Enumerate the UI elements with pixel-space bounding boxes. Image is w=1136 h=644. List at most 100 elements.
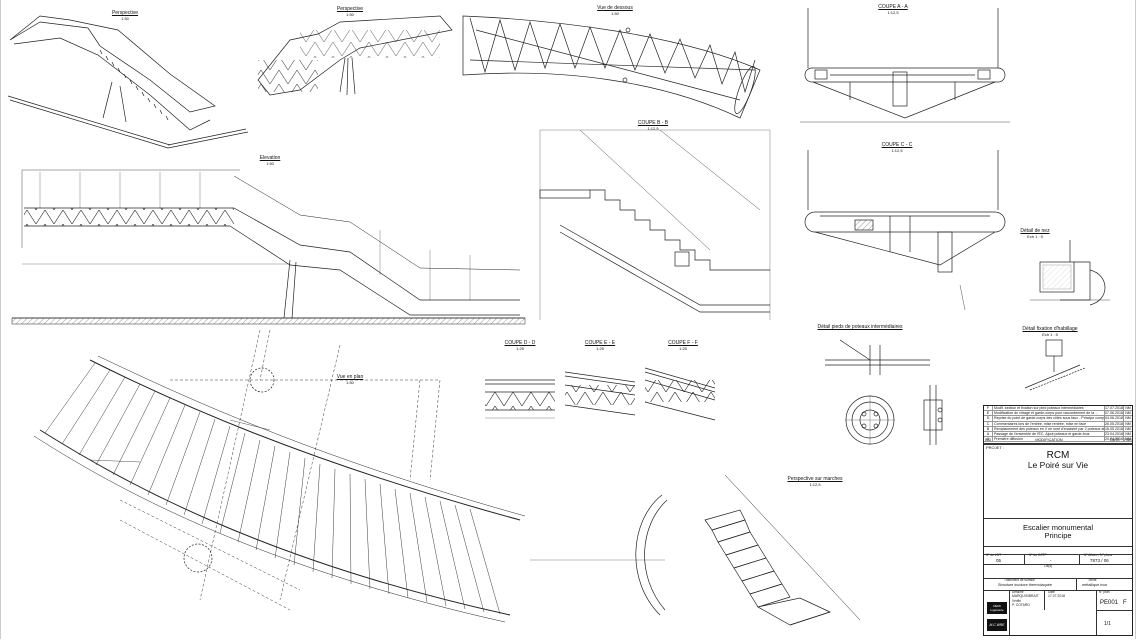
- drawing-title: Escalier monumental: [1022, 523, 1094, 532]
- drawing-subtitle: Principe: [1044, 531, 1072, 540]
- date-label: Date: [1048, 590, 1055, 594]
- tb-divider: [984, 518, 1132, 519]
- perspective-steps: [530, 474, 861, 626]
- revision-mod: Modification du vitrage et garde-corps p…: [993, 411, 1105, 416]
- revision-date: 04.06.2018: [1105, 416, 1124, 421]
- teinte-value: métallique inox: [1082, 583, 1108, 587]
- section-bb: [539, 129, 771, 320]
- revision-ind: 0: [984, 437, 993, 442]
- section-dd-scale: 1:25: [516, 346, 524, 351]
- tb-divider: [984, 554, 1132, 555]
- section-aa-scale: 1:12,5: [887, 10, 899, 15]
- section-ee-scale: 1:25: [596, 346, 604, 351]
- revision-par: NM: [1125, 406, 1131, 410]
- perspective-1-title: Perspective: [111, 10, 139, 16]
- tb-divider: [984, 578, 1132, 579]
- traitement-label: Traitement de surface: [1004, 578, 1035, 582]
- affaire-label: N° Affaire / N° plans: [1084, 553, 1113, 557]
- revision-par: NM: [1125, 437, 1131, 442]
- tb-divider: [1079, 554, 1080, 564]
- project-place: Le Poiré sur Vie: [1027, 460, 1089, 470]
- detail-fixation: [1024, 339, 1086, 391]
- plan-revision: F: [1123, 600, 1127, 606]
- section-cc: [804, 150, 1006, 311]
- tb-divider: [984, 590, 1132, 591]
- bottom-view-truss: [462, 15, 761, 119]
- bottom-view-scale: 1:50: [611, 11, 619, 16]
- projet-label: PROJET :: [986, 445, 1004, 450]
- elevation-scale: 1:50: [266, 161, 274, 166]
- tb-divider: [1096, 610, 1132, 611]
- n-cctp-label: N° du CCTP: [1029, 553, 1047, 557]
- plan-view: [33, 329, 526, 623]
- bottom-view-title: Vue de dessous: [597, 5, 633, 11]
- n-lot: 05: [996, 558, 1002, 563]
- revision-mod: Passage de l'ensemble de l'EC, Ajout pot…: [993, 431, 1105, 437]
- section-bb-title: COUPE B - B: [637, 120, 669, 126]
- perspective-steps-title: Perspective sur marches: [787, 476, 843, 482]
- company-logo-1: DEMI Ingénierie: [987, 602, 1007, 614]
- revision-mod: Modif. section et fixation sur pied pote…: [993, 406, 1105, 411]
- traitement-value: Structure incolore thermolaquée: [998, 583, 1053, 587]
- perspective-view-1: [7, 15, 249, 149]
- revision-ind: D: [984, 416, 993, 421]
- section-aa-title: COUPE A - A: [878, 4, 908, 10]
- section-ff-scale: 1:25: [679, 346, 687, 351]
- date-value: 17.07.2018: [1048, 594, 1065, 598]
- perspective-1-scale: 1:50: [121, 16, 129, 21]
- revision-mod: Première diffusion: [993, 437, 1105, 442]
- revision-mod: Reprise du point de garde-corps des côté…: [994, 416, 1105, 421]
- revision-mod: Commentaires lors de l'entrée, mise rent…: [993, 421, 1105, 426]
- revision-par: NM: [1125, 411, 1131, 416]
- tb-divider: [1009, 590, 1010, 635]
- revision-ind: A: [984, 431, 993, 437]
- revision-ind: C: [984, 421, 993, 426]
- tb-divider: [1024, 554, 1025, 564]
- section-ff: [644, 367, 716, 421]
- n-lot-label: N° de LOT: [986, 553, 1002, 557]
- perspective-2-title: Perspective: [336, 6, 364, 12]
- tb-divider: [984, 564, 1132, 565]
- plan-no-label: N° plan: [1099, 590, 1110, 594]
- revision-header: IND MODIFICATION DATE PAR: [984, 438, 1132, 444]
- plan-view-scale: 1:50: [346, 380, 354, 385]
- tb-divider: [1076, 578, 1077, 590]
- n-cctp: -: [1050, 558, 1052, 563]
- detail-post-base: [825, 339, 943, 445]
- company-logo-2: M.C.WRE: [987, 619, 1007, 631]
- revision-par: NM: [1125, 416, 1131, 421]
- perspective-steps-scale: 1:12,5: [809, 482, 821, 487]
- section-cc-scale: 1:12,5: [891, 148, 903, 153]
- section-dd-title: COUPE D - D: [504, 340, 536, 346]
- revision-ind: F: [984, 406, 993, 411]
- revision-date: 26.05.2018: [1105, 421, 1124, 426]
- section-bb-scale: 1:12,5: [647, 126, 659, 131]
- tb-divider: [984, 444, 1132, 445]
- detail-post-base-title: Détail pieds de poteaux intermédiaires: [817, 324, 903, 330]
- sheet-count: 1/1: [1104, 621, 1111, 627]
- dessine-par: MARQUIS/BRAIT: [1012, 594, 1039, 598]
- rev-header-mod: MODIFICATION: [1035, 438, 1063, 442]
- elevation-title: Elevation: [259, 155, 281, 161]
- detail-fixation-scale: Ech 1 : 5: [1042, 332, 1058, 337]
- detail-fixation-title: Détail fixation d'habillage: [1022, 326, 1078, 332]
- tb-divider: [1044, 590, 1045, 610]
- perspective-view-2: [257, 15, 453, 96]
- rev-header-date: DATE: [1110, 438, 1120, 442]
- plan-number: PE001: [1100, 600, 1119, 606]
- dessine-label: Dessiné: [1012, 590, 1024, 594]
- tb-divider: [984, 546, 1132, 547]
- lots-label: Lot(s): [1044, 564, 1053, 568]
- verifie-par: P. COTARD: [1012, 603, 1030, 607]
- detail-nosing-title: Détail de nez: [1020, 228, 1050, 234]
